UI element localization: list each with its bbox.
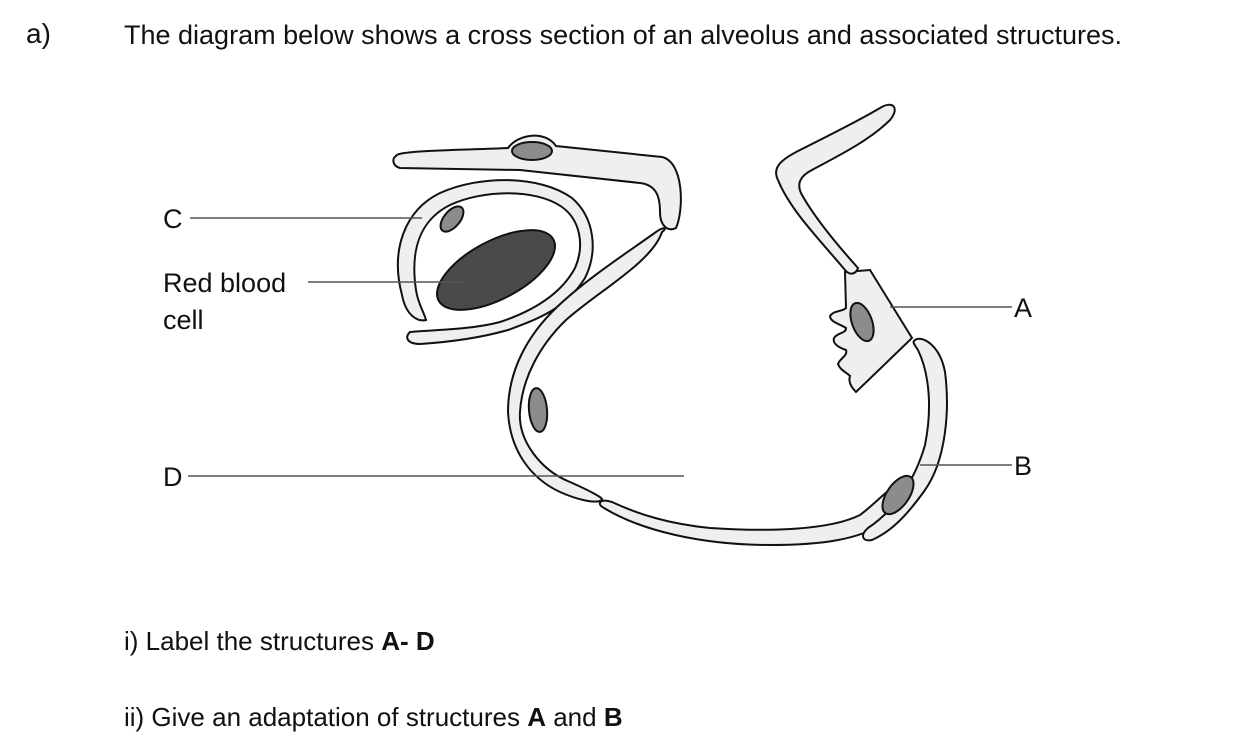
- nucleus: [527, 387, 549, 433]
- nucleus: [881, 474, 915, 516]
- nucleus: [849, 301, 875, 343]
- question-intro: The diagram below shows a cross section …: [124, 20, 1123, 50]
- red-blood-cell: [436, 229, 556, 311]
- label-c: C: [163, 204, 183, 234]
- question-part-ii: ii) Give an adaptation of structures A a…: [124, 702, 623, 733]
- part-i-text: i) Label the structures: [124, 626, 382, 656]
- capillary-endothelium-c: [396, 179, 594, 346]
- nucleus: [511, 141, 553, 161]
- nucleus: [439, 205, 465, 233]
- label-a: A: [1014, 293, 1032, 323]
- top-epithelial-cell: [392, 134, 682, 231]
- upper-right-cell: [775, 103, 896, 275]
- question-number: a): [26, 18, 51, 49]
- label-red-blood-cell-line2: cell: [163, 305, 204, 335]
- part-ii-mid: and: [545, 702, 604, 732]
- part-i-bold: A- D: [381, 626, 435, 656]
- question-part-i: i) Label the structures A- D: [124, 626, 435, 657]
- label-b: B: [1014, 451, 1032, 481]
- part-ii-bold-b: B: [603, 702, 623, 732]
- label-d: D: [163, 462, 183, 492]
- part-ii-bold-a: A: [527, 702, 546, 732]
- inner-cell-wall: [506, 227, 666, 503]
- label-red-blood-cell-line1: Red blood: [163, 268, 286, 298]
- bottom-cell-wall: [598, 486, 903, 547]
- part-ii-text: ii) Give an adaptation of structures: [124, 702, 528, 732]
